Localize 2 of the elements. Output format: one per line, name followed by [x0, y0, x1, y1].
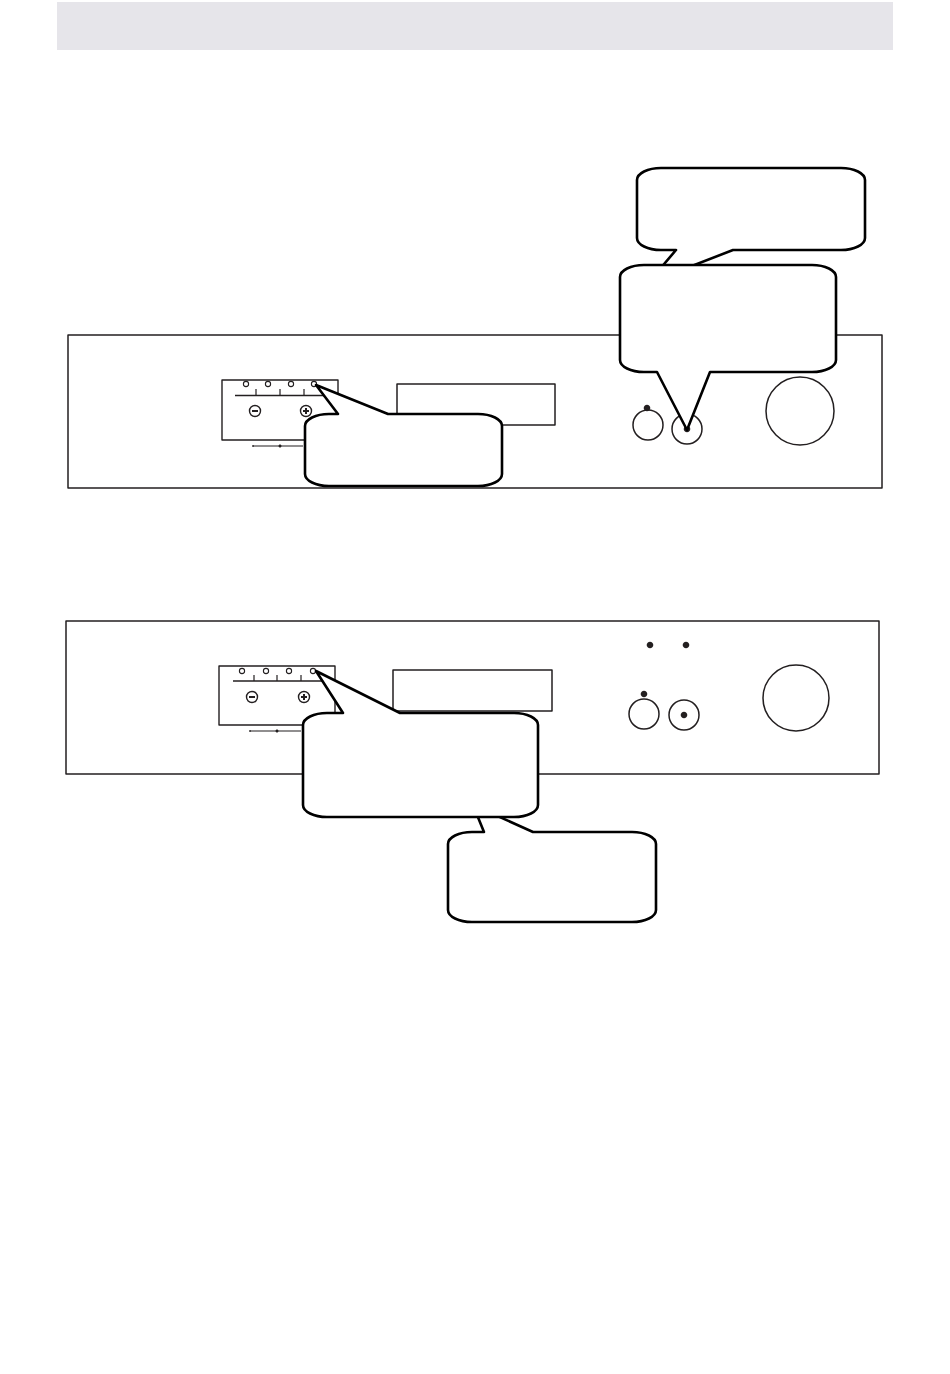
- display-window: [392, 669, 553, 712]
- speech-bubble: [618, 263, 838, 432]
